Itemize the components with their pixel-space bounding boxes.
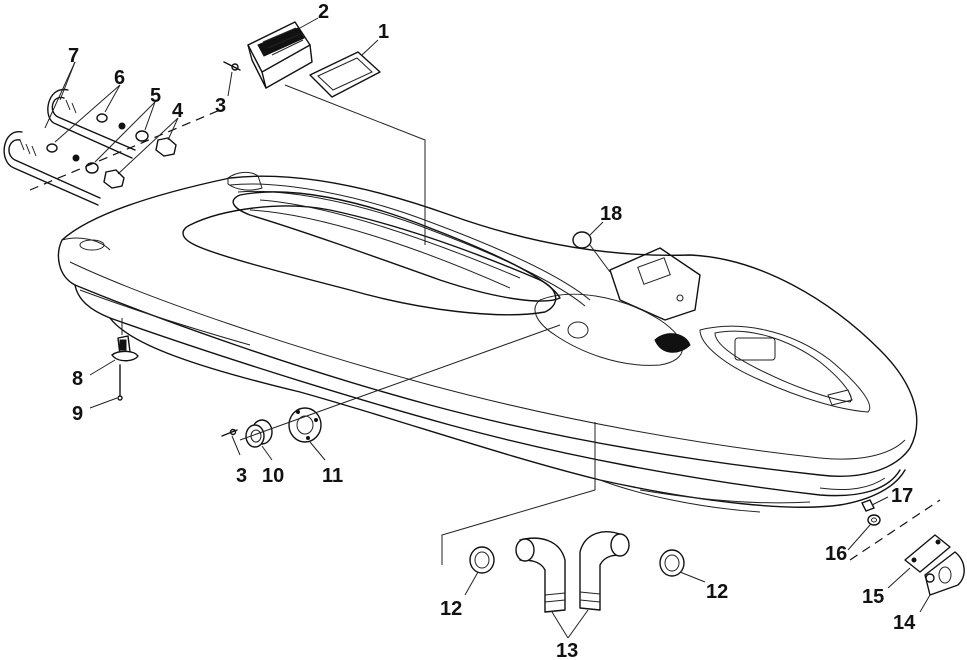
callout-3-top: 3: [215, 95, 226, 117]
callout-16: 16: [825, 543, 847, 565]
flange-part-11: [288, 407, 322, 443]
callout-18: 18: [600, 203, 622, 225]
callout-8: 8: [72, 368, 83, 390]
callout-3-bottom: 3: [236, 465, 247, 487]
fitting-part-6: [46, 113, 108, 153]
callout-11: 11: [322, 465, 343, 487]
clamp-part-12-left: [469, 546, 495, 574]
bow-centerline: [849, 499, 941, 561]
callout-9: 9: [72, 403, 83, 425]
fitting-part-10: [245, 419, 273, 448]
elbow-part-13-right: [579, 531, 630, 611]
fitting-part-4: [103, 137, 177, 189]
callout-12-right: 12: [706, 581, 728, 603]
screw-part-3-bottom: [221, 428, 238, 437]
callout-17: 17: [891, 485, 913, 507]
hull-body: [57, 171, 918, 513]
callout-4: 4: [172, 100, 184, 122]
drain-plug-part-8: [111, 335, 139, 362]
callout-7: 7: [68, 45, 79, 67]
gasket-part-1: [309, 51, 381, 98]
callout-1: 1: [378, 21, 389, 43]
callout-labels: 1 2 3 4 5 6 7 8 9 3 10 11 12 12 13 14 15…: [68, 1, 916, 660]
callout-12-left: 12: [440, 598, 462, 620]
gasket-part-15: [904, 534, 951, 573]
nut-part-16: [867, 514, 881, 526]
screw-part-3-top: [223, 61, 241, 71]
callout-5: 5: [150, 85, 161, 107]
callout-6: 6: [114, 67, 125, 89]
leader-lines: [44, 17, 931, 639]
screw-part-17: [861, 499, 875, 512]
plug-part-18: [572, 231, 592, 249]
callout-13: 13: [556, 640, 578, 660]
callout-15: 15: [862, 586, 884, 608]
vent-cover-part-2: [247, 21, 313, 89]
clamp-part-12-right: [659, 549, 685, 577]
fitting-part-14: [924, 551, 965, 596]
elbow-part-13-left: [515, 537, 566, 613]
callout-2: 2: [318, 1, 329, 23]
leader-10-11: [239, 324, 561, 441]
hose-part-7: [3, 89, 136, 206]
screw-part-9: [117, 364, 123, 401]
callout-10: 10: [262, 465, 284, 487]
hose-centerline: [29, 109, 221, 191]
callout-14: 14: [893, 612, 916, 634]
